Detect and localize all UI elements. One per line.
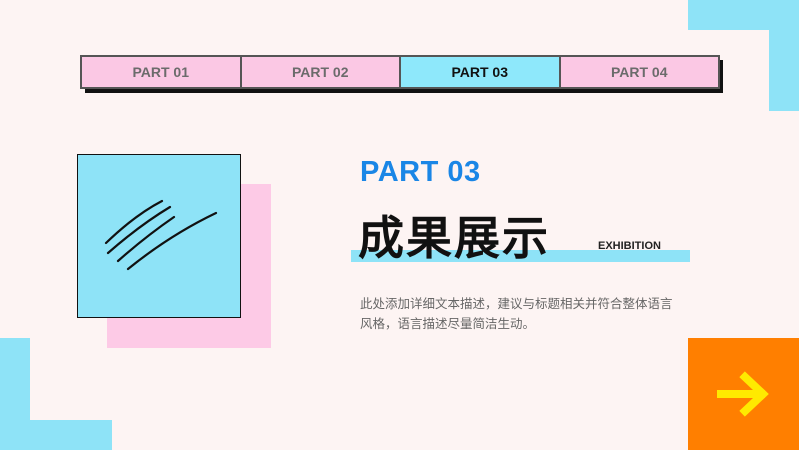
description-text: 此处添加详细文本描述，建议与标题相关并符合整体语言风格，语言描述尽量简洁生动。 (360, 296, 673, 331)
next-button[interactable] (688, 338, 799, 450)
title-underline-bar (351, 250, 690, 262)
corner-decoration-bottom-left (0, 420, 112, 450)
tab-part-04[interactable]: PART 04 (558, 55, 720, 89)
page-title: 成果展示 (358, 211, 550, 265)
arrow-right-icon (716, 371, 769, 417)
cyan-square-decoration (77, 154, 241, 318)
tab-part-03[interactable]: PART 03 (399, 55, 561, 89)
tab-part-02[interactable]: PART 02 (239, 55, 401, 89)
part-title: PART 03 (360, 156, 481, 188)
page-subtitle: EXHIBITION (598, 240, 661, 252)
tab-part-01[interactable]: PART 01 (80, 55, 242, 89)
scribble-lines-icon (104, 199, 218, 271)
corner-decoration-top-right-vertical (769, 0, 799, 111)
part-navigation: PART 01 PART 02 PART 03 PART 04 (80, 55, 720, 89)
